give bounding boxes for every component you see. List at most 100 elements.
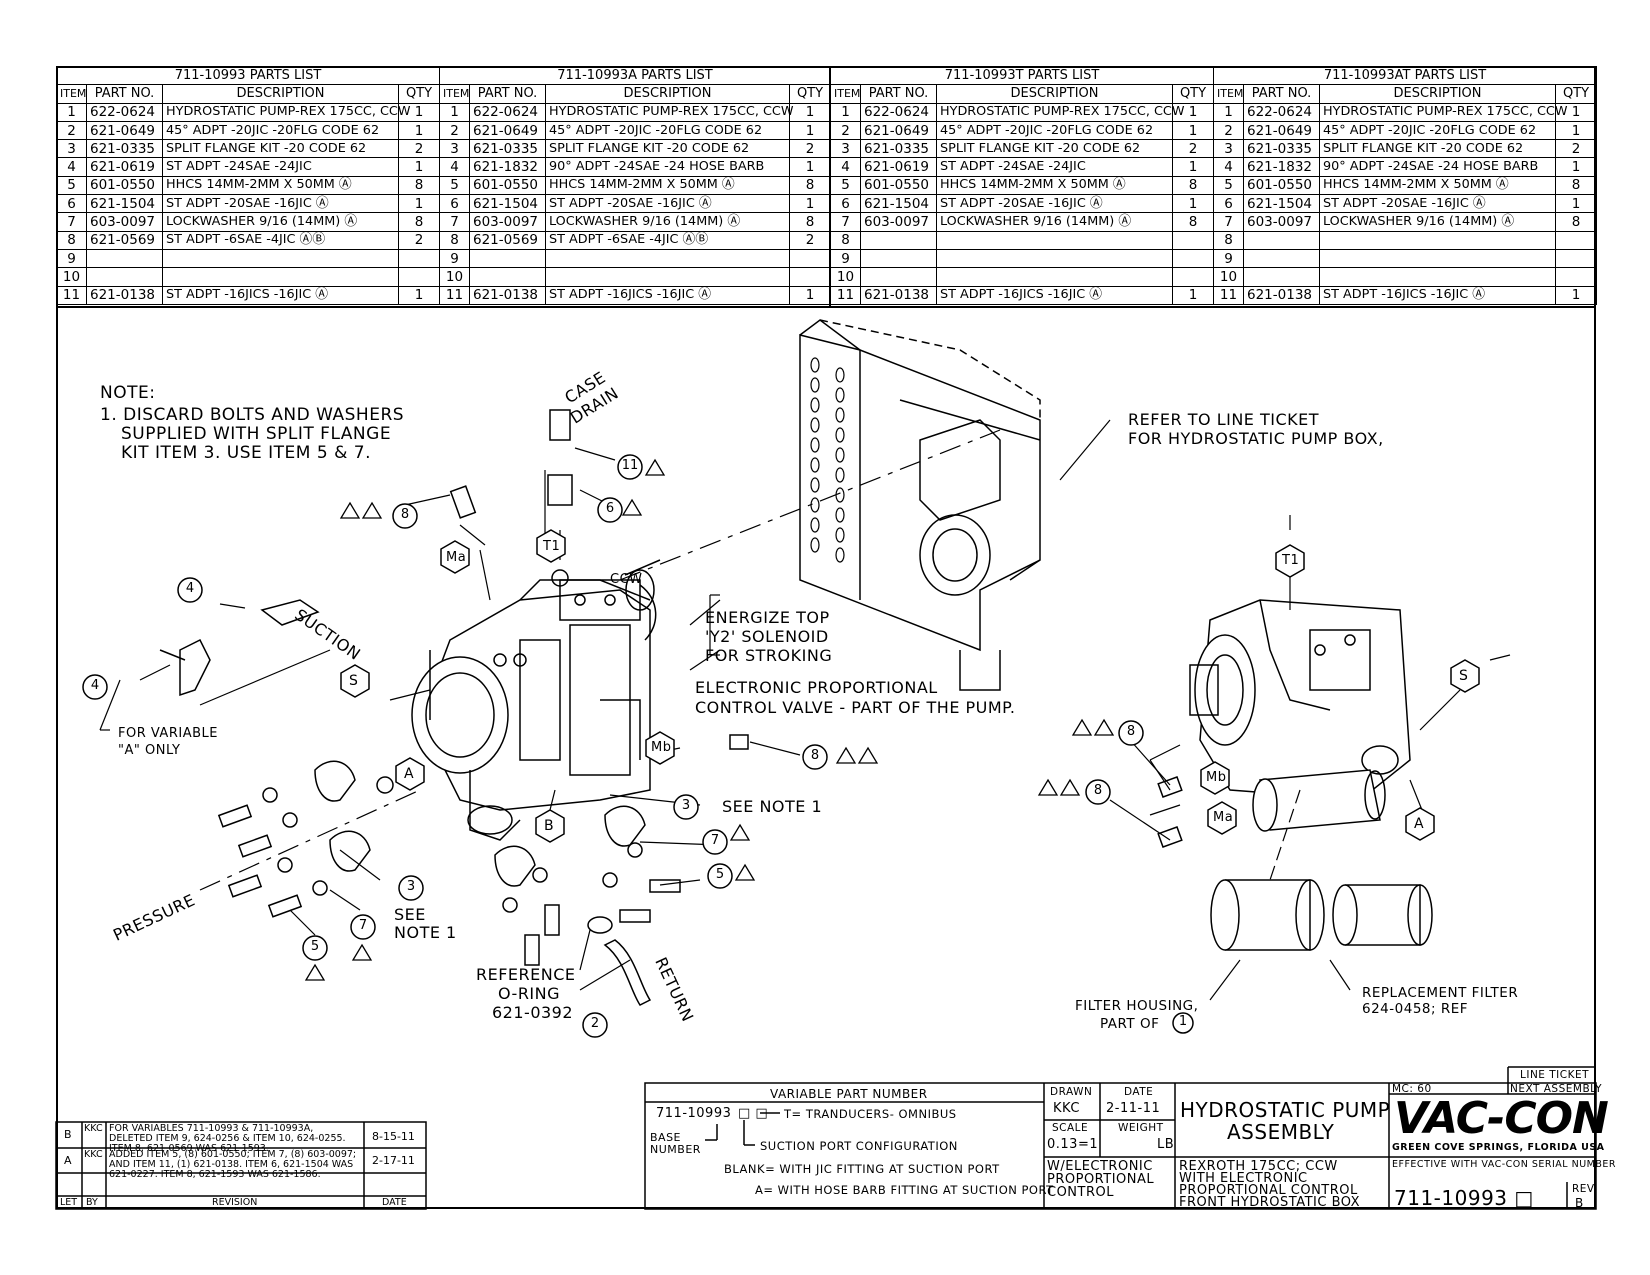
replacement-line-2: 624-0458; REF	[1362, 1001, 1469, 1017]
variable-pn-suction-cfg: SUCTION PORT CONFIGURATION	[760, 1139, 958, 1153]
item-balloon-number: 8	[1093, 783, 1103, 798]
rev-header-let: LET	[60, 1197, 78, 1208]
see-label: SEE	[394, 905, 426, 924]
oring-line-2: O-RING	[498, 984, 561, 1003]
date-label: DATE	[1124, 1086, 1154, 1098]
part-number: 622-0624	[860, 102, 937, 122]
quantity: 1	[1554, 285, 1598, 305]
part-number: 621-0619	[860, 157, 937, 177]
rev-header-date: DATE	[382, 1197, 407, 1208]
company-location: GREEN COVE SPRINGS, FLORIDA USA	[1392, 1142, 1605, 1153]
weight-unit: LB	[1157, 1137, 1175, 1152]
part-number: 621-0138	[86, 285, 163, 305]
effective-serial-label: EFFECTIVE WITH VAC-CON SERIAL NUMBER	[1392, 1159, 1616, 1170]
pump-left-drawing	[411, 559, 661, 841]
replacement-line-1: REPLACEMENT FILTER	[1362, 985, 1519, 1001]
oring-line-1: REFERENCE	[476, 965, 576, 984]
desc-line-2: WITH ELECTRONIC	[1179, 1171, 1308, 1186]
rev-b-text: FOR VARIABLES 711-10993 & 711-10993A, DE…	[109, 1123, 346, 1154]
variable-pn-t-desc: T= TRANDUCERS- OMNIBUS	[784, 1107, 957, 1121]
desc-line-1: REXROTH 175CC; CCW	[1179, 1159, 1338, 1174]
rev-a-text: ADDED ITEM 5, (8) 601-0550; ITEM 7, (8) …	[109, 1149, 357, 1180]
rotation-arrow	[639, 584, 657, 641]
item-balloon-number: 6	[605, 501, 615, 516]
mc-value: MC: 60	[1392, 1083, 1432, 1095]
description: LOCKWASHER 9/16 (14MM) Ⓐ	[1319, 212, 1556, 232]
description: ST ADPT -16JICS -16JIC Ⓐ	[936, 285, 1173, 305]
part-number: 621-0649	[469, 120, 546, 141]
part-number: 621-1832	[469, 157, 546, 177]
option-line-3: CONTROL	[1047, 1185, 1114, 1200]
port-a-label: A	[404, 766, 415, 782]
item-balloon-number: 5	[715, 867, 725, 882]
scale-label: SCALE	[1052, 1122, 1089, 1134]
variable-pn-title: VARIABLE PART NUMBER	[770, 1087, 928, 1101]
item-number: 11	[56, 285, 87, 305]
part-number: 621-0138	[469, 285, 546, 305]
item-number: 11	[1213, 285, 1244, 305]
fittings-drawing	[159, 409, 1183, 1006]
rev-a-date: 2-17-11	[372, 1154, 415, 1167]
next-assembly-label: NEXT ASSEMBLY	[1510, 1083, 1603, 1095]
parts-list-row: 10	[1213, 267, 1598, 287]
option-line-2: PROPORTIONAL	[1047, 1172, 1155, 1187]
variable-pn-base-label-1: BASE	[650, 1131, 682, 1144]
variable-pn-boxes: □ □	[738, 1106, 769, 1121]
part-number: 621-0138	[860, 285, 937, 305]
description: ST ADPT -24SAE -24JIC	[162, 157, 399, 177]
rev-value: B	[1575, 1196, 1584, 1210]
description: ST ADPT -6SAE -4JIC ⒶⒷ	[162, 230, 399, 250]
port-t1-label: T1	[543, 539, 561, 554]
note-1-label: NOTE 1	[394, 923, 457, 942]
desc-line-3: PROPORTIONAL CONTROL	[1179, 1183, 1358, 1198]
revision-triangles	[304, 458, 1115, 981]
item-balloon-number: 3	[406, 879, 416, 894]
port-s-label: S	[349, 673, 359, 689]
part-number: 621-0649	[860, 120, 937, 141]
port-s-label-right: S	[1459, 668, 1469, 684]
title-block-lines	[55, 1066, 1597, 1210]
energize-line-3: FOR STROKING	[705, 646, 833, 665]
description: ST ADPT -6SAE -4JIC ⒶⒷ	[545, 230, 790, 250]
drawn-label: DRAWN	[1050, 1086, 1093, 1098]
part-number: 621-0335	[860, 139, 937, 159]
note-heading: NOTE:	[100, 383, 156, 403]
port-t1-label-right: T1	[1282, 553, 1300, 568]
rev-b-date: 8-15-11	[372, 1130, 415, 1143]
port-b-label: B	[544, 818, 555, 834]
line-ticket-label: LINE TICKET	[1520, 1069, 1590, 1081]
port-a-label-right: A	[1414, 816, 1425, 832]
column-header: DESCRIPTION	[545, 84, 790, 104]
refer-line-1: REFER TO LINE TICKET	[1128, 410, 1320, 429]
port-mb-label: Mb	[651, 740, 672, 755]
filter-line-2: PART OF	[1100, 1016, 1160, 1032]
port-ma-label: Ma	[446, 550, 467, 565]
description: LOCKWASHER 9/16 (14MM) Ⓐ	[545, 212, 790, 232]
port-ma-label-right: Ma	[1213, 810, 1234, 825]
description: LOCKWASHER 9/16 (14MM) Ⓐ	[936, 212, 1173, 232]
drawing-part-number: 711-10993 □	[1394, 1186, 1534, 1210]
item-balloon-number: 3	[681, 798, 691, 813]
item-balloon-number: 11	[621, 458, 639, 473]
description: ST ADPT -16JICS -16JIC Ⓐ	[545, 285, 790, 305]
pump-right-drawing	[1189, 599, 1411, 832]
parts-list-row: 10	[830, 267, 1215, 287]
note-line-3: KIT ITEM 3. USE ITEM 5 & 7.	[121, 443, 371, 463]
column-header: DESCRIPTION	[1319, 84, 1556, 104]
rev-label: REV	[1572, 1183, 1595, 1195]
column-header: ITEM	[1213, 84, 1244, 104]
port-mb-label-right: Mb	[1206, 770, 1227, 785]
item-balloon-number: 4	[185, 581, 195, 596]
column-header: ITEM	[439, 84, 470, 104]
